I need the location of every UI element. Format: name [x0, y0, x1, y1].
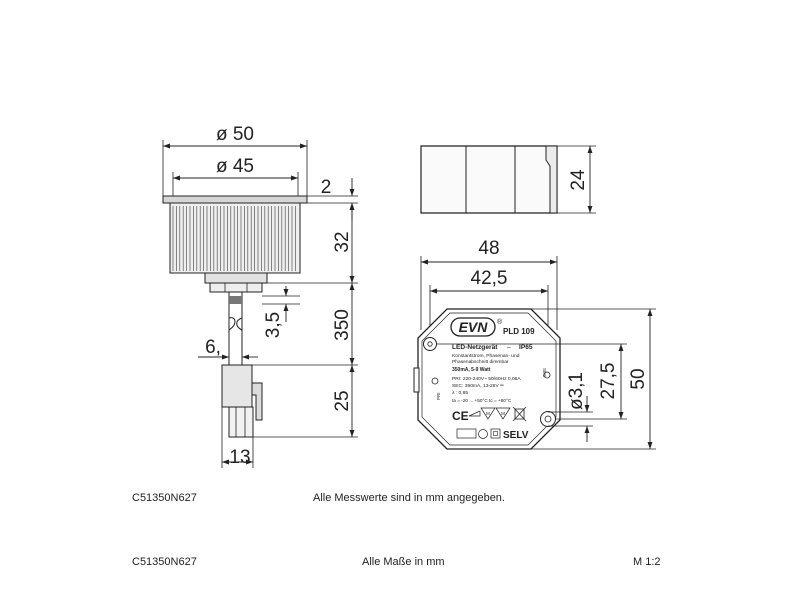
light-base: [204, 272, 268, 284]
footer-note-2: Alle Maße in mm: [362, 556, 445, 568]
rating-text: 350mA, 5-9 Watt: [452, 367, 491, 373]
dim-hole-spacing: 42,5: [471, 268, 508, 289]
sec-text: SEC: 350mA, 13-26V ═: [452, 383, 504, 389]
dim-cable-length: 350: [332, 309, 353, 341]
dim-dia-outer: ø 50: [216, 124, 254, 145]
connector-plug: [228, 406, 254, 438]
mm-symbol-2: [495, 407, 511, 420]
dim-cable-dia: 6,: [205, 337, 221, 358]
pri-side-text: PRI: [436, 392, 441, 400]
dim-hole-dia: ø3,1: [566, 372, 587, 410]
sec-side-text: SEC: [542, 368, 547, 378]
mm-symbol-1: [480, 407, 496, 420]
dash-text: –: [507, 344, 511, 351]
dim-driver-depth: 50: [628, 368, 649, 389]
model-text: PLD 109: [503, 327, 535, 336]
dim-connector-width: 13: [229, 447, 250, 468]
led-light-side-view: ø 50 ø 45 2: [162, 124, 358, 468]
driver-top-view: 48 42,5 EVN ® PLD 109 LED-Netzgerät – IP…: [413, 238, 656, 450]
lambda-text: λ : 0,85: [452, 390, 468, 396]
footer-code-1: C51350N627: [132, 492, 197, 504]
type-text: LED-Netzgerät: [452, 344, 498, 351]
heat-sink: [169, 202, 301, 274]
footer-note-1: Alle Messwerte sind in mm angegeben.: [313, 492, 505, 504]
footer-code-2: C51350N627: [132, 556, 197, 568]
svg-text:M: M: [501, 411, 505, 416]
desc1-text: Konstantstrom, Phasenan- und: [452, 353, 520, 359]
evn-logo: [450, 317, 496, 337]
ip-text: IP65: [519, 344, 533, 351]
driver-side-view: 24: [420, 145, 596, 214]
desc2-text: Phasenabschnitt dimmbar: [452, 359, 509, 365]
logo-text: EVN: [459, 319, 489, 335]
dim-flange: 2: [321, 177, 332, 198]
dim-connector-length: 25: [332, 390, 353, 411]
ce-mark: CE: [452, 409, 469, 423]
registered-mark: ®: [497, 318, 503, 326]
dim-dia-inner: ø 45: [216, 156, 254, 177]
dimmer-symbol: [468, 410, 481, 417]
footer-scale: M 1:2: [633, 556, 661, 568]
pri-text: PRI: 220-240V~ 50/60Hz 0,06A: [452, 376, 521, 382]
dim-cable-gap: 3,5: [263, 312, 284, 338]
selv-text: SELV: [503, 430, 529, 441]
class-symbol: [456, 428, 477, 439]
light-flange: [162, 195, 308, 204]
dim-hole-offset: 27,5: [598, 363, 619, 400]
temp-text: ta = -20 ... +50°C tc = +80°C: [452, 398, 512, 403]
weee-bin-icon: [512, 406, 527, 422]
dim-driver-height: 24: [568, 169, 589, 191]
connector-housing: [221, 364, 253, 408]
dim-body-height: 32: [332, 231, 353, 252]
svg-text:M: M: [486, 411, 490, 416]
dim-driver-width: 48: [478, 238, 499, 259]
safety-symbol: [478, 429, 488, 439]
